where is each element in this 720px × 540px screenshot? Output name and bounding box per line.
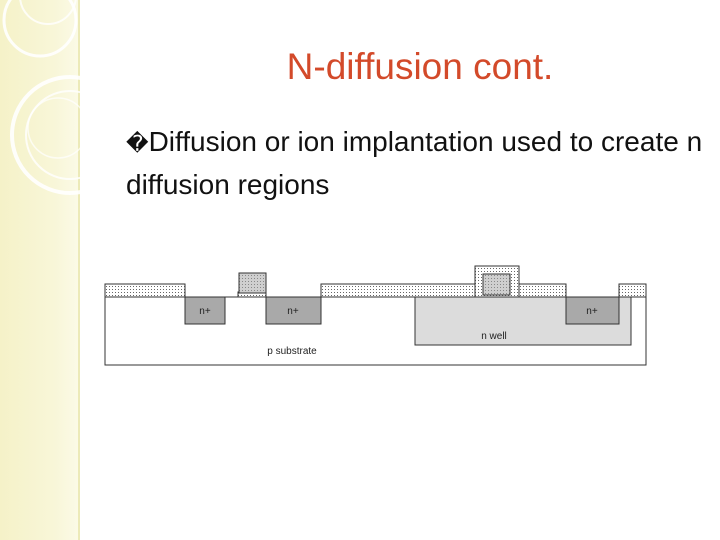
n-plus-label-2: n+ (287, 306, 299, 317)
bullet-glyph-icon: � (126, 132, 149, 157)
n-plus-region-3 (565, 296, 620, 325)
n-plus-region-1 (184, 296, 226, 325)
n-plus-label-1: n+ (199, 306, 211, 317)
oxide-segment-2 (320, 283, 567, 298)
polysilicon-gate-2 (482, 273, 511, 296)
cross-section-diagram: n+ n+ n+ n well p substrate (104, 265, 647, 366)
n-plus-label-3: n+ (586, 306, 598, 317)
side-band-edge (78, 0, 80, 540)
oxide-segment-1 (104, 283, 186, 298)
p-substrate-label: p substrate (267, 346, 317, 357)
decorative-circles (2, 0, 80, 195)
slide-title: N-diffusion cont. (286, 46, 554, 87)
bullet-point: �Diffusion or ion implantation used to c… (126, 122, 706, 205)
oxide-segment-3 (618, 283, 647, 298)
bullet-text: Diffusion or ion implantation used to cr… (126, 126, 703, 200)
polysilicon-gate-1 (238, 272, 267, 294)
n-well-label: n well (481, 331, 507, 342)
decorative-side-band (0, 0, 78, 540)
n-plus-region-2 (265, 296, 322, 325)
